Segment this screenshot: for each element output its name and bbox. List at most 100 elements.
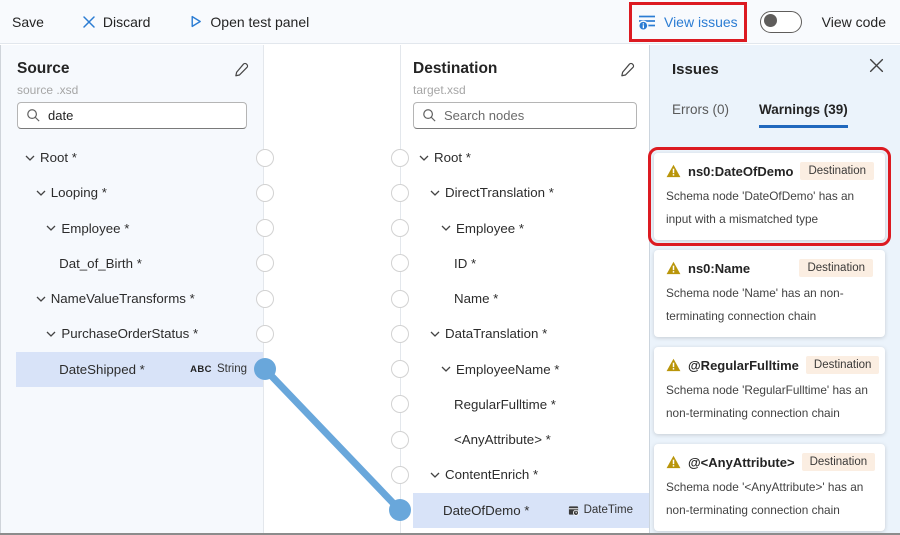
chevron-down-icon[interactable] xyxy=(46,331,56,337)
chevron-down-icon[interactable] xyxy=(36,296,46,302)
open-test-panel-button[interactable]: Open test panel xyxy=(186,10,311,34)
destination-connection-handle-employee[interactable] xyxy=(391,219,409,238)
source-tree-node-purchaseorderstatus[interactable]: PurchaseOrderStatus * xyxy=(1,316,263,351)
search-icon xyxy=(422,108,437,123)
tree-node-label: Name * xyxy=(454,291,499,307)
source-tree-node-dat-of-birth[interactable]: Dat_of_Birth * xyxy=(1,246,263,281)
view-code-label: View code xyxy=(821,13,886,30)
destination-tree-node-id[interactable]: ID * xyxy=(401,246,649,281)
save-button[interactable]: Save xyxy=(10,10,46,34)
warning-title: ns0:Name xyxy=(688,260,751,276)
destination-tree-node-directtranslation[interactable]: DirectTranslation * xyxy=(401,175,649,210)
destination-tree-node-regularfulltime[interactable]: RegularFulltime * xyxy=(401,387,649,422)
source-tree-node-namevaluetransforms[interactable]: NameValueTransforms * xyxy=(1,281,263,316)
connection-line[interactable] xyxy=(261,365,404,514)
destination-tree-node-dateofdemo[interactable]: DateOfDemo * DateTime xyxy=(401,492,649,528)
tree-node-label: NameValueTransforms * xyxy=(50,291,195,307)
source-connection-handle-root[interactable] xyxy=(256,148,274,167)
destination-connection-handle-contentenrich[interactable] xyxy=(391,466,409,485)
source-panel: Source source .xsd Root *Looping *Employ… xyxy=(0,45,264,533)
destination-connection-handle-root[interactable] xyxy=(391,148,409,167)
close-icon[interactable] xyxy=(869,58,885,74)
source-search-input[interactable] xyxy=(17,102,247,129)
edit-pencil-icon[interactable] xyxy=(233,61,250,78)
destination-badge: Destination xyxy=(801,453,876,471)
destination-tree-node-anyattribute[interactable]: <AnyAttribute> * xyxy=(401,422,649,457)
view-issues-label: View issues xyxy=(663,13,738,30)
destination-tree-node-datatranslation[interactable]: DataTranslation * xyxy=(401,316,649,351)
view-issues-button[interactable]: View issues xyxy=(629,1,747,42)
toggle-knob xyxy=(763,14,777,27)
chevron-down-icon[interactable] xyxy=(46,225,56,231)
chevron-down-icon[interactable] xyxy=(441,366,451,373)
tree-node-label: ContentEnrich * xyxy=(445,467,539,483)
source-connection-handle-dateshipped[interactable] xyxy=(254,358,276,381)
destination-panel-title: Destination xyxy=(413,60,498,77)
window-bottom-edge xyxy=(0,533,900,535)
destination-connection-handle-datatranslation[interactable] xyxy=(391,324,409,343)
connection-handle-layer xyxy=(0,45,900,533)
destination-connection-handle-anyattribute[interactable] xyxy=(391,430,409,449)
warning-title: @RegularFulltime xyxy=(688,357,799,373)
destination-tree-node-root[interactable]: Root * xyxy=(401,140,649,175)
chevron-down-icon[interactable] xyxy=(430,331,440,337)
view-code-toggle[interactable] xyxy=(759,10,802,33)
tree-node-label: EmployeeName * xyxy=(456,361,560,377)
source-searchbox xyxy=(17,102,247,129)
chevron-down-icon[interactable] xyxy=(430,190,440,196)
calendar-clock-icon xyxy=(568,505,579,516)
chevron-down-icon[interactable] xyxy=(419,155,429,161)
tree-node-label: ID * xyxy=(454,255,477,271)
source-tree-node-root[interactable]: Root * xyxy=(1,140,263,175)
warning-triangle-icon xyxy=(666,455,681,469)
chevron-down-icon[interactable] xyxy=(441,225,451,231)
tree-node-label: DateOfDemo * xyxy=(443,502,530,518)
toolbar-right-group: View issues View code xyxy=(629,1,900,42)
source-connection-handle-dat-of-birth[interactable] xyxy=(256,254,274,273)
search-icon xyxy=(26,108,41,123)
destination-connection-handle-employeename[interactable] xyxy=(391,360,409,379)
destination-tree-node-employee[interactable]: Employee * xyxy=(401,211,649,246)
data-type-badge: DateTime xyxy=(568,504,633,516)
destination-panel: Destination target.xsd Root *DirectTrans… xyxy=(400,45,650,533)
source-tree-node-employee[interactable]: Employee * xyxy=(1,211,263,246)
source-connection-handle-employee[interactable] xyxy=(256,219,274,238)
discard-button-label: Discard xyxy=(102,13,151,30)
destination-tree: Root *DirectTranslation *Employee * ID * N… xyxy=(401,140,649,533)
destination-tree-node-employeename[interactable]: EmployeeName * xyxy=(401,352,649,387)
issues-tab-bar: Errors (0) Warnings (39) xyxy=(672,102,848,128)
destination-connection-handle-name[interactable] xyxy=(391,289,409,308)
source-connection-handle-namevaluetransforms[interactable] xyxy=(256,289,274,308)
destination-connection-handle-dateofdemo[interactable] xyxy=(389,499,411,522)
tab-errors-0[interactable]: Errors (0) xyxy=(672,102,729,117)
chevron-down-icon[interactable] xyxy=(36,190,46,196)
tree-node-label: PurchaseOrderStatus * xyxy=(61,326,199,342)
chevron-down-icon[interactable] xyxy=(25,155,35,161)
tree-node-label: DataTranslation * xyxy=(445,326,548,342)
destination-tree-node-contentenrich[interactable]: ContentEnrich * xyxy=(401,457,649,492)
discard-button[interactable]: Discard xyxy=(80,10,152,34)
abc-string-icon: ABC xyxy=(190,363,212,375)
destination-connection-handle-regularfulltime[interactable] xyxy=(391,395,409,414)
destination-connection-handle-id[interactable] xyxy=(391,254,409,273)
source-connection-handle-purchaseorderstatus[interactable] xyxy=(256,324,274,343)
source-tree-node-looping[interactable]: Looping * xyxy=(1,175,263,210)
edit-pencil-icon[interactable] xyxy=(619,61,636,78)
destination-badge: Destination xyxy=(799,259,873,277)
chevron-down-icon[interactable] xyxy=(430,472,440,478)
destination-search-input[interactable] xyxy=(413,102,637,129)
destination-connection-handle-directtranslation[interactable] xyxy=(391,183,409,202)
source-connection-handle-looping[interactable] xyxy=(256,183,274,202)
warning-triangle-icon xyxy=(666,164,681,178)
destination-tree-node-name[interactable]: Name * xyxy=(401,281,649,316)
tab-warnings-39[interactable]: Warnings (39) xyxy=(759,102,848,128)
warning-message: Schema node 'RegularFulltime' has an non… xyxy=(666,383,868,420)
play-icon xyxy=(188,14,203,29)
